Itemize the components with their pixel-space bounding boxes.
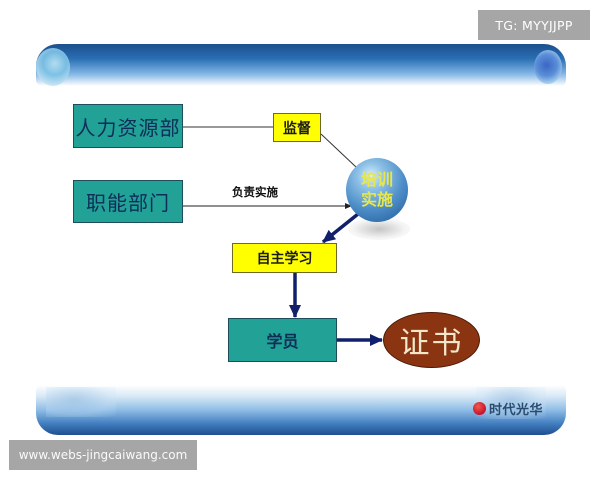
sphere-shadow [348, 218, 410, 240]
node-certificate: 证书 [383, 312, 480, 368]
watermark-top-right: TG: MYYJJPP [478, 10, 590, 40]
footer-banner: 时代光华 [36, 385, 566, 435]
edge-supervise-to-training [320, 133, 357, 168]
training-label-line2: 实施 [360, 190, 393, 209]
watermark-bottom-left: www.webs-jingcaiwang.com [9, 440, 197, 470]
node-trainee: 学员 [228, 318, 337, 362]
node-hr-department: 人力资源部 [73, 104, 183, 148]
training-label-line1: 培训 [360, 170, 393, 189]
brand-logo-icon [473, 402, 486, 415]
brand-name: 时代光华 [489, 403, 544, 418]
world-map-right-icon [476, 387, 546, 419]
globe-right-icon [534, 50, 562, 84]
globe-left-icon [36, 48, 70, 86]
node-supervision: 监督 [273, 113, 321, 142]
edge-label-responsible: 负责实施 [232, 185, 278, 199]
brand: 时代光华 [473, 399, 543, 418]
edge-training-to-selfstudy [321, 212, 360, 244]
world-map-left-icon [46, 387, 116, 417]
header-banner [36, 44, 566, 86]
node-functional-department: 职能部门 [73, 180, 183, 223]
node-self-study: 自主学习 [232, 243, 337, 273]
node-training-implementation: 培训 实施 [346, 158, 408, 222]
